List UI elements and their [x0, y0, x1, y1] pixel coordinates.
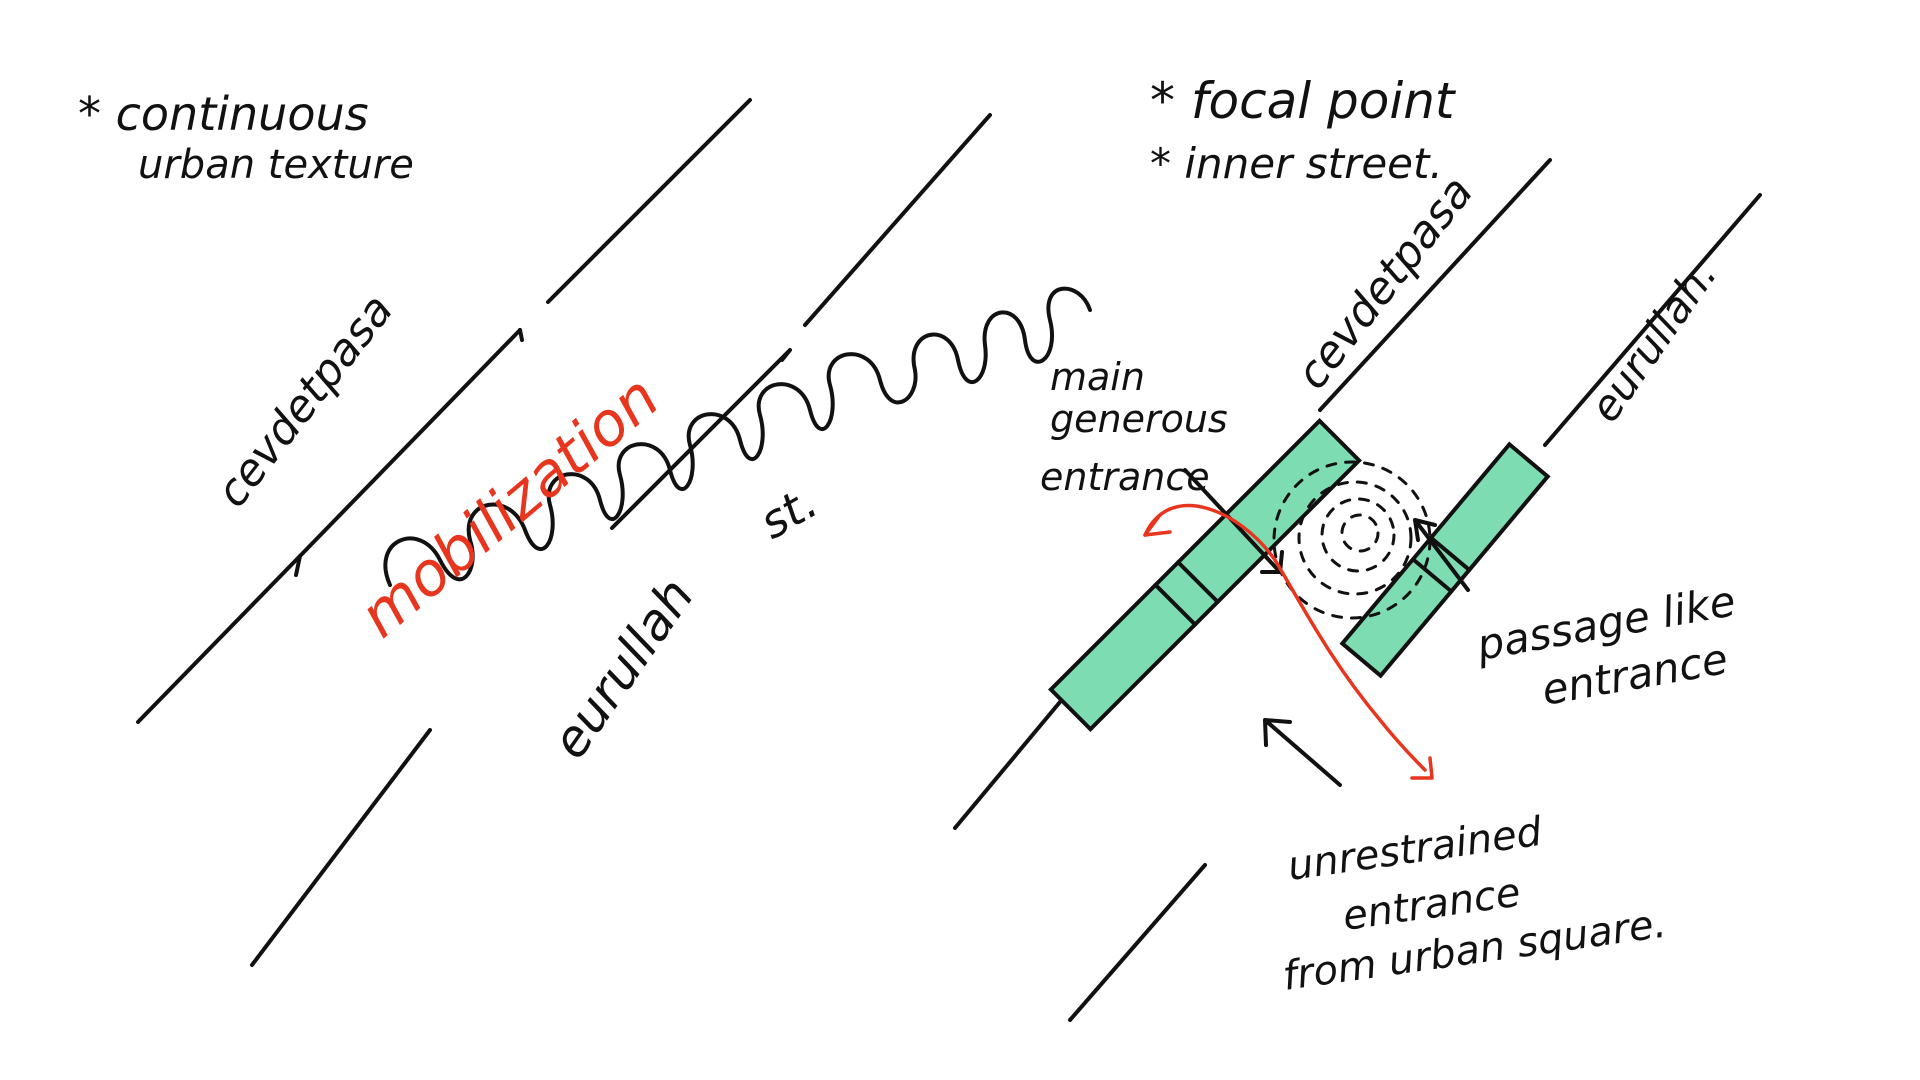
label-main-2: generous: [1050, 397, 1228, 441]
label-main-3: entrance: [1040, 455, 1210, 499]
right-street-label-cevdetpasa: cevdetpasa: [1286, 167, 1483, 399]
mobilization-label: mobilization: [347, 362, 673, 651]
left-street-line-3: [518, 98, 752, 342]
right-street-label-eurullah: eurullah.: [1580, 251, 1726, 431]
left-street-label-st: st.: [751, 474, 827, 549]
arrow-passage-entrance: [1413, 518, 1470, 592]
label-main-1: main: [1050, 355, 1145, 399]
right-street-line-4: [1068, 863, 1207, 1022]
left-street-line-4: [250, 728, 432, 967]
left-street-line-1: [136, 554, 302, 724]
left-street-label-eurullah: eurullah: [540, 568, 705, 769]
right-street-line-1: [1318, 158, 1552, 412]
focal-point-swirl: [1272, 460, 1432, 620]
circulation-path: [1143, 503, 1427, 772]
right-note-focal-point: * focal point: [1150, 72, 1457, 130]
circulation-arrowhead-start: [1143, 513, 1172, 537]
right-panel: * focal point * inner street. cevdetpasa…: [953, 72, 1762, 1022]
circulation-arrowhead-end: [1410, 756, 1434, 780]
right-street-line-3: [953, 688, 1072, 830]
right-note-inner-street: * inner street.: [1150, 139, 1443, 188]
left-note-urban-texture: urban texture: [138, 142, 414, 188]
arrow-unrestrained-entrance: [1263, 718, 1342, 787]
mobilization-wave: [383, 286, 1092, 587]
left-note-continuous: * continuous: [78, 87, 369, 141]
building-left: [1048, 418, 1362, 732]
left-street-line-6: [803, 113, 992, 327]
left-panel: * continuous urban texture cevdetpasa mo…: [78, 87, 1092, 967]
right-street-line-2: [1543, 193, 1762, 447]
left-street-line-5: [610, 348, 792, 530]
left-street-line-2: [294, 328, 522, 577]
